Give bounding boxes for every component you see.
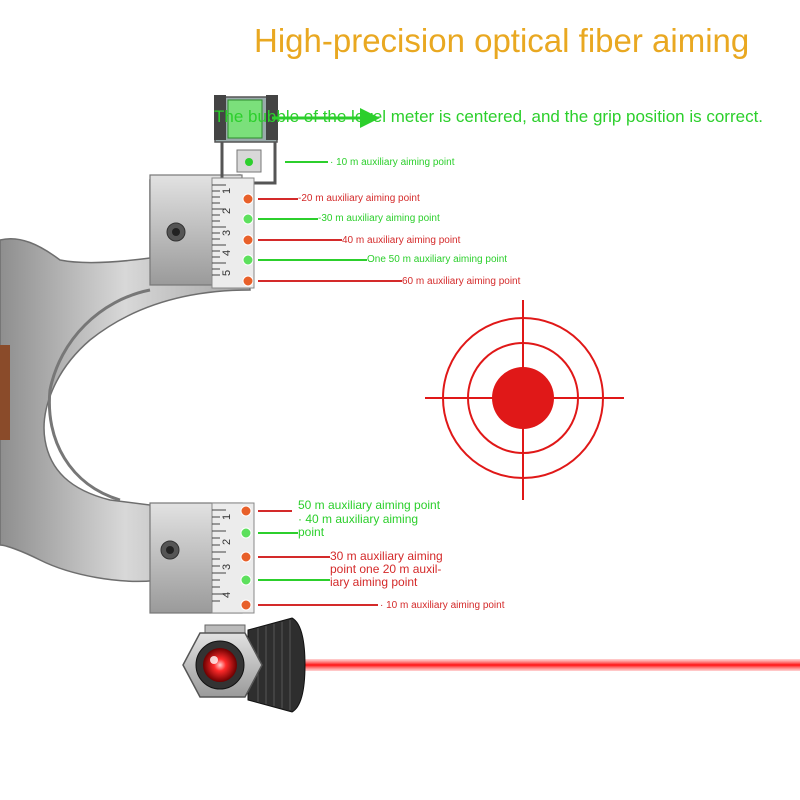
- aiming-point-label: 40 m auxiliary aiming point: [342, 235, 461, 246]
- level-meter: [214, 95, 278, 185]
- upper-scale-number: 5: [221, 270, 233, 276]
- laser-beam: [295, 659, 800, 671]
- aiming-point-label: -30 m auxiliary aiming point: [318, 213, 440, 224]
- aiming-point-label: 60 m auxiliary aiming point: [402, 276, 521, 287]
- aiming-point-label: One 50 m auxiliary aiming point: [367, 254, 508, 265]
- page-title: High-precision optical fiber aiming: [254, 22, 750, 59]
- level-arrow-icon: [360, 108, 380, 128]
- lower-scale-number: 4: [221, 592, 233, 598]
- upper-scale-number: 3: [221, 230, 233, 236]
- aiming-point-label: · 40 m auxiliary aiming point: [298, 512, 419, 539]
- aiming-point-label: 30 m auxiliary aiming point one 20 m aux…: [330, 549, 443, 589]
- lower-scale-number: 2: [221, 539, 233, 545]
- lower-scale-number: 1: [221, 514, 233, 520]
- upper-scale-number: 1: [221, 188, 233, 194]
- upper-scale-number: 4: [221, 250, 233, 256]
- lower-aiming-lines: [258, 510, 378, 606]
- aiming-point-label: 50 m auxiliary aiming point: [298, 498, 441, 512]
- upper-aiming-lines: [258, 161, 402, 282]
- laser-module: [182, 617, 306, 713]
- aiming-point-label: · 10 m auxiliary aiming point: [380, 600, 505, 611]
- level-caption: The bubble of the level meter is centere…: [214, 107, 764, 126]
- lower-scale-number: 3: [221, 564, 233, 570]
- upper-fiber-dots: [242, 158, 254, 287]
- target-reticle: [425, 300, 624, 500]
- aiming-point-label: -20 m auxiliary aiming point: [298, 193, 420, 204]
- lower-fiber-dots: [240, 505, 252, 611]
- aiming-point-label: · 10 m auxiliary aiming point: [330, 157, 455, 168]
- upper-scale-number: 2: [221, 208, 233, 214]
